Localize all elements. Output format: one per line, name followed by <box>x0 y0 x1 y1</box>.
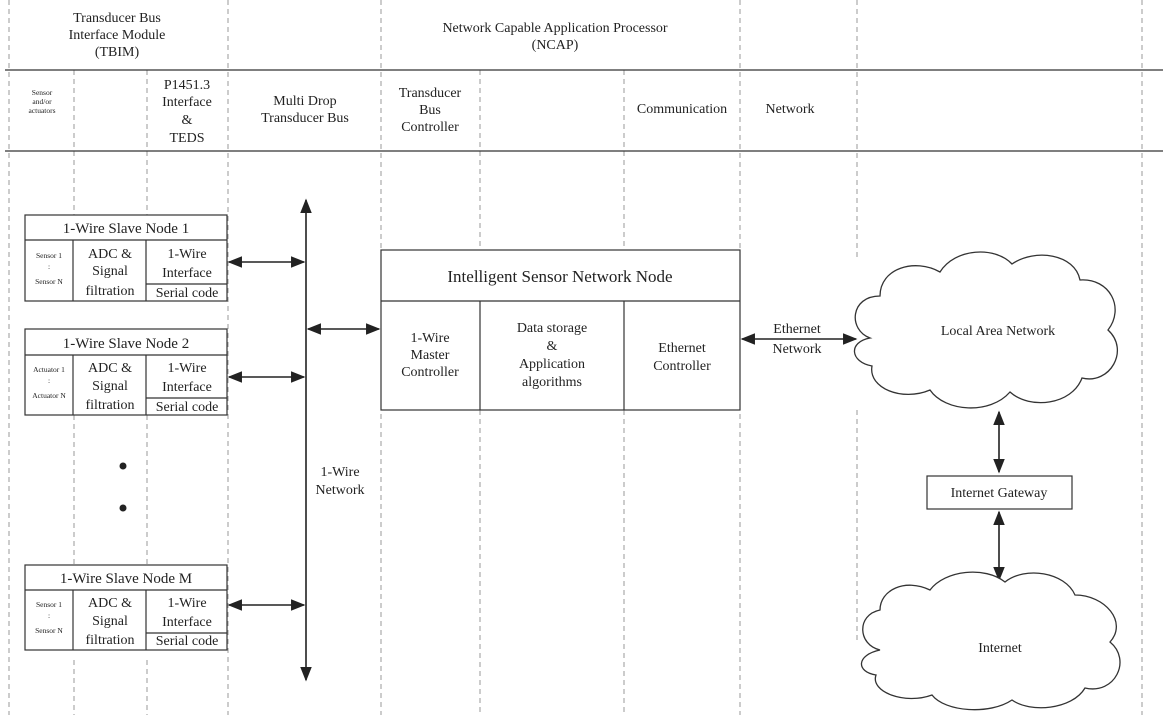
svg-text:Sensor: Sensor <box>32 88 53 97</box>
internet-gateway: Internet Gateway <box>926 475 1073 510</box>
storage-line-3: Application <box>519 357 585 372</box>
slave-node-1: 1-Wire Slave Node 1 Sensor 1 : Sensor N … <box>24 214 228 302</box>
svg-text:TEDS: TEDS <box>170 131 205 146</box>
slave-node-2: 1-Wire Slave Node 2 Actuator 1 : Actuato… <box>24 328 228 416</box>
adc-line-2: Signal <box>92 264 128 279</box>
iface-line-1: 1-Wire <box>167 247 206 262</box>
internet-label: Internet <box>978 641 1022 656</box>
ethernet-line-2: Controller <box>653 359 711 374</box>
svg-text:Ethernet: Ethernet <box>773 322 821 337</box>
intelligent-node: Intelligent Sensor Network Node 1-Wire M… <box>380 249 741 411</box>
svg-text:Multi Drop: Multi Drop <box>273 94 336 109</box>
iface-line-1: 1-Wire <box>167 361 206 376</box>
io-last: Sensor N <box>35 277 63 286</box>
adc-line-2: Signal <box>92 379 128 394</box>
svg-text:1-Wire: 1-Wire <box>320 465 359 480</box>
svg-text:actuators: actuators <box>28 106 55 115</box>
svg-text:Interface Module: Interface Module <box>69 28 166 43</box>
adc-line-1: ADC & <box>88 596 132 611</box>
col-network-header: Network <box>766 102 815 117</box>
ncap-header: Network Capable Application Processor (N… <box>442 21 667 53</box>
slave-node-title: 1-Wire Slave Node M <box>60 571 192 587</box>
io-ellipsis: : <box>48 262 50 271</box>
col-sensors-header: Sensor and/or actuators <box>28 88 55 115</box>
node-title: Intelligent Sensor Network Node <box>447 267 672 286</box>
io-last: Actuator N <box>32 391 66 400</box>
iface-line-2: Interface <box>162 615 212 630</box>
ethernet-link-label: Ethernet Network <box>773 322 822 357</box>
slave-node-m: 1-Wire Slave Node M Sensor 1 : Sensor N … <box>24 564 228 651</box>
adc-line-3: filtration <box>86 633 135 648</box>
bus-label: 1-Wire Network <box>316 465 365 498</box>
adc-line-1: ADC & <box>88 247 132 262</box>
svg-text:Controller: Controller <box>401 120 459 135</box>
io-last: Sensor N <box>35 626 63 635</box>
io-first: Actuator 1 <box>33 365 65 374</box>
adc-line-3: filtration <box>86 398 135 413</box>
more-nodes-dot <box>119 504 127 512</box>
master-line-3: Controller <box>401 365 459 380</box>
slave-node-title: 1-Wire Slave Node 1 <box>63 221 189 237</box>
storage-line-2: & <box>547 339 558 354</box>
svg-text:and/or: and/or <box>32 97 52 106</box>
svg-text:(NCAP): (NCAP) <box>532 38 579 53</box>
io-ellipsis: : <box>48 376 50 385</box>
io-first: Sensor 1 <box>36 600 62 609</box>
svg-text:Transducer: Transducer <box>399 86 462 101</box>
adc-line-2: Signal <box>92 614 128 629</box>
adc-line-3: filtration <box>86 284 135 299</box>
svg-text:P1451.3: P1451.3 <box>164 78 210 93</box>
svg-text:Network: Network <box>773 342 822 357</box>
gateway-label: Internet Gateway <box>951 486 1048 501</box>
serial-code: Serial code <box>156 400 219 415</box>
more-nodes-dot <box>119 462 127 470</box>
ethernet-line-1: Ethernet <box>658 341 706 356</box>
svg-text:Interface: Interface <box>162 95 212 110</box>
serial-code: Serial code <box>156 634 219 649</box>
lan-label: Local Area Network <box>941 324 1055 339</box>
col-multidrop-header: Multi Drop Transducer Bus <box>261 94 349 126</box>
master-line-1: 1-Wire <box>410 331 449 346</box>
adc-line-1: ADC & <box>88 361 132 376</box>
col-communication-header: Communication <box>637 102 727 117</box>
serial-code: Serial code <box>156 286 219 301</box>
iface-line-2: Interface <box>162 266 212 281</box>
slave-node-title: 1-Wire Slave Node 2 <box>63 336 189 352</box>
io-ellipsis: : <box>48 611 50 620</box>
internet-cloud: Internet <box>860 571 1121 711</box>
svg-text:Network Capable Application Pr: Network Capable Application Processor <box>442 21 667 36</box>
svg-text:Network: Network <box>316 483 365 498</box>
iface-line-2: Interface <box>162 380 212 395</box>
storage-line-4: algorithms <box>522 375 582 390</box>
iface-line-1: 1-Wire <box>167 596 206 611</box>
svg-text:Bus: Bus <box>419 103 441 118</box>
column-dividers <box>8 0 1143 715</box>
master-line-2: Master <box>411 348 450 363</box>
svg-text:Transducer Bus: Transducer Bus <box>261 111 349 126</box>
lan-cloud: Local Area Network <box>853 251 1119 409</box>
col-p1451-header: P1451.3 Interface & TEDS <box>162 78 212 146</box>
col-tbc-header: Transducer Bus Controller <box>399 86 462 135</box>
svg-text:&: & <box>182 113 193 128</box>
storage-line-1: Data storage <box>517 321 587 336</box>
tbim-header: Transducer Bus Interface Module (TBIM) <box>69 11 166 60</box>
io-first: Sensor 1 <box>36 251 62 260</box>
svg-text:(TBIM): (TBIM) <box>95 45 140 60</box>
svg-text:Transducer Bus: Transducer Bus <box>73 11 161 26</box>
